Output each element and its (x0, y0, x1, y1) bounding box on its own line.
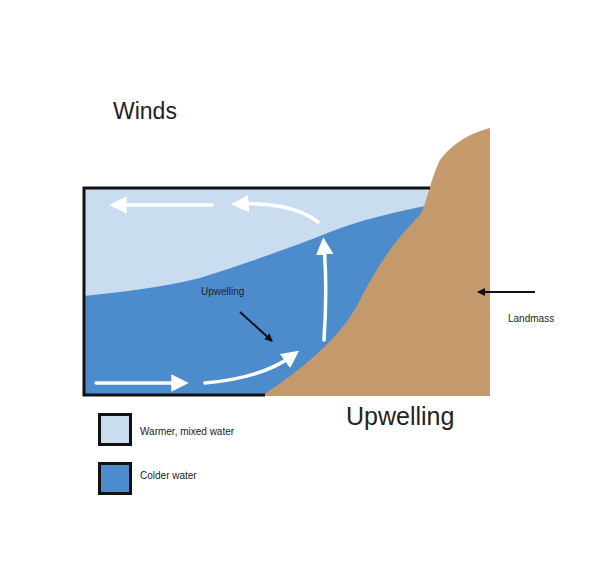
current-arrows (96, 204, 326, 383)
legend-text: Colder water (140, 470, 197, 482)
leader-arrow (478, 291, 535, 293)
basin-outline (84, 188, 430, 395)
caption-label: Upwelling (346, 402, 454, 431)
legend-swatch (98, 462, 132, 495)
wind-arrows (152, 154, 312, 156)
callout-label: Landmass (508, 313, 554, 325)
callout-label: Upwelling (201, 286, 244, 298)
landmass-shape (262, 128, 490, 396)
title-label: Winds (113, 98, 177, 124)
leader-arrow (240, 312, 272, 341)
legend-swatch (98, 413, 132, 446)
legend-text: Warmer, mixed water (140, 426, 234, 438)
